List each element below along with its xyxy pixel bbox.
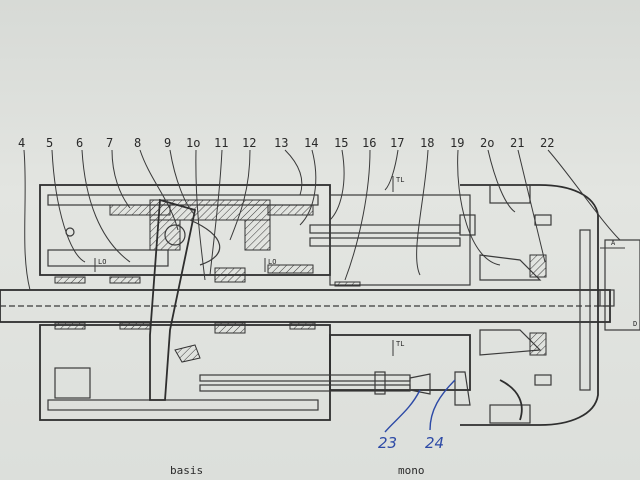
main-shaft <box>0 289 611 323</box>
caption-mono: mono <box>398 464 425 477</box>
handwritten-label-24: 24 <box>425 434 444 452</box>
end-housing <box>460 184 615 426</box>
tl-top-label: TL <box>396 176 404 184</box>
part-label-4: 4 <box>18 136 25 150</box>
part-label-13: 13 <box>274 136 288 150</box>
lo-mid-label: LO <box>268 258 276 266</box>
part-label-9: 9 <box>164 136 171 150</box>
valve-assembly-lower <box>199 334 471 406</box>
tl-bottom-label: TL <box>396 340 404 348</box>
handwritten-numbers: 23 24 <box>378 434 444 452</box>
caption-basis: basis <box>170 464 203 477</box>
part-label-17: 17 <box>390 136 404 150</box>
hatched-components <box>54 199 361 363</box>
part-label-5: 5 <box>46 136 53 150</box>
edge-a-label: A <box>611 239 616 247</box>
part-label-11: 11 <box>214 136 228 150</box>
captions: basis mono <box>170 464 425 477</box>
part-label-16: 16 <box>362 136 376 150</box>
part-label-22: 22 <box>540 136 554 150</box>
small-annotations: TL TL LO LO A D <box>94 176 637 356</box>
part-label-10: 1o <box>186 136 200 150</box>
part-label-21: 21 <box>510 136 524 150</box>
part-label-20: 2o <box>480 136 494 150</box>
leader-lines <box>23 149 621 291</box>
part-label-19: 19 <box>450 136 464 150</box>
blue-leaders <box>384 379 456 433</box>
swash-lever <box>149 198 221 401</box>
part-label-18: 18 <box>420 136 434 150</box>
part-label-12: 12 <box>242 136 256 150</box>
part-label-6: 6 <box>76 136 83 150</box>
edge-d-label: D <box>633 320 637 328</box>
part-number-labels: 4 5 6 7 8 9 1o 11 12 13 14 15 16 17 18 1… <box>18 136 554 150</box>
lower-housing <box>39 324 331 421</box>
lo-left-label: LO <box>98 258 106 266</box>
handwritten-label-23: 23 <box>378 434 397 452</box>
part-label-7: 7 <box>106 136 113 150</box>
output-box <box>600 239 640 331</box>
part-label-15: 15 <box>334 136 348 150</box>
part-label-8: 8 <box>134 136 141 150</box>
part-label-14: 14 <box>304 136 318 150</box>
valve-assembly-upper <box>309 194 476 286</box>
